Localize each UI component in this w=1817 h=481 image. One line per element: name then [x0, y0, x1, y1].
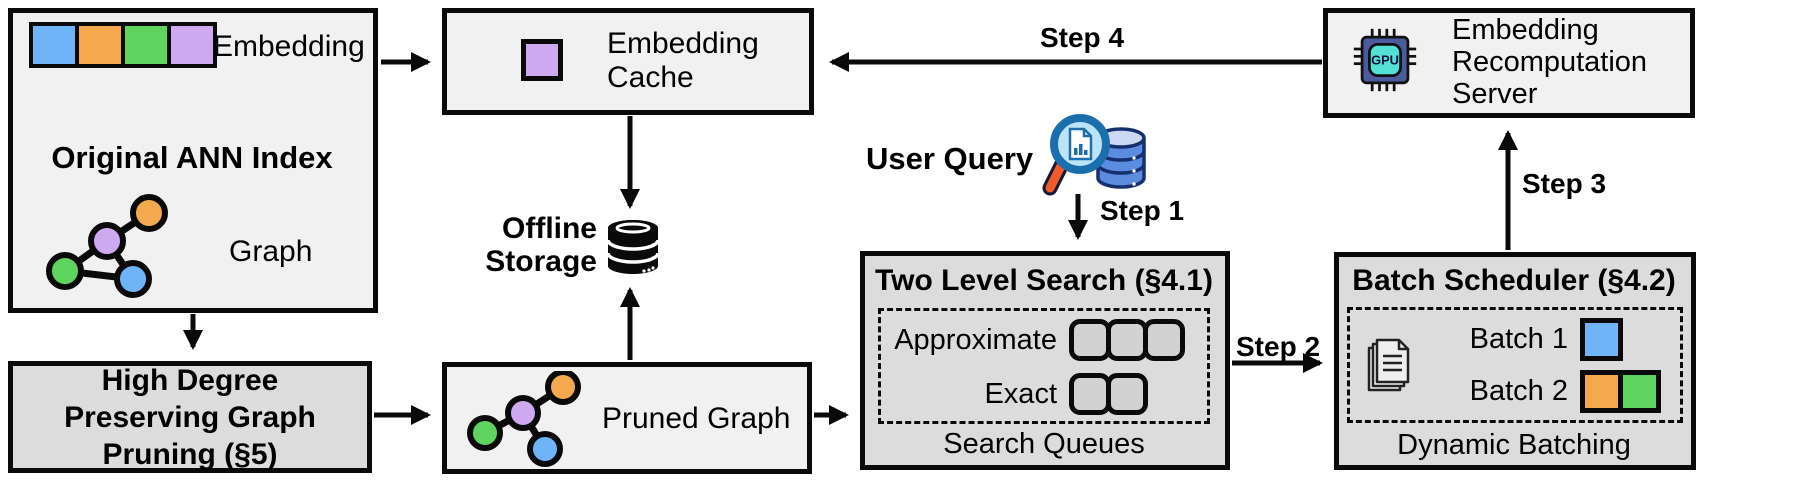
batch1-blue-square-icon: [1580, 317, 1623, 361]
dynamic-batching-footer: Dynamic Batching: [1397, 429, 1631, 461]
database-icon: [606, 220, 660, 274]
batch2-orange-square-icon: [1580, 369, 1623, 413]
two-level-search-title: Two Level Search (§4.1): [875, 264, 1213, 297]
queue-slot-icon: [1106, 319, 1148, 361]
original-ann-index-title: Original ANN Index: [51, 140, 333, 175]
recomputation-server-box: GPU Embedding Recomputation Server: [1323, 8, 1695, 118]
search-queues-footer: Search Queues: [943, 428, 1145, 460]
exact-label: Exact: [984, 377, 1057, 410]
embedding-vector-icon: [29, 22, 217, 68]
batch1-squares: [1580, 317, 1672, 361]
step2-label: Step 2: [1236, 331, 1321, 362]
embedding-cell-purple-icon: [171, 26, 213, 64]
embedding-cell-green-icon: [125, 26, 167, 64]
cached-embedding-icon: [521, 39, 563, 81]
approximate-queue-row: Approximate: [887, 313, 1201, 367]
gpu-chip-icon: GPU: [1353, 28, 1417, 92]
embedding-cell-blue-icon: [33, 26, 75, 64]
original-ann-index-box: Embedding Original ANN Index Graph: [8, 8, 378, 313]
step4-label: Step 4: [1039, 22, 1125, 53]
queue-slot-icon: [1069, 373, 1111, 415]
query-magnifier-icon: [1042, 114, 1146, 196]
graph-label: Graph: [229, 235, 313, 268]
search-queues-region: Approximate Exact: [878, 308, 1210, 424]
embedding-cache-box: Embedding Cache: [442, 8, 814, 115]
batch2-row: Batch 2: [1358, 365, 1672, 417]
batch-scheduler-box: Batch Scheduler (§4.2) Batch 1: [1334, 252, 1696, 470]
batch2-label: Batch 2: [1469, 374, 1568, 407]
documents-icon: [1367, 338, 1410, 392]
queue-slot-icon: [1069, 319, 1111, 361]
offline-storage-label: Offline Storage: [485, 212, 597, 278]
graph-icon: [46, 194, 168, 298]
pruned-graph-label: Pruned Graph: [602, 402, 791, 435]
batch-scheduler-title: Batch Scheduler (§4.2): [1352, 264, 1676, 297]
approximate-label: Approximate: [894, 323, 1057, 356]
batch2-green-square-icon: [1618, 369, 1661, 413]
batch1-label: Batch 1: [1469, 322, 1568, 355]
step1-label: Step 1: [1100, 195, 1185, 226]
embedding-cell-orange-icon: [79, 26, 121, 64]
queue-slot-icon: [1106, 373, 1148, 415]
pruned-graph-box: Pruned Graph: [442, 362, 812, 474]
graph-pruning-box: High Degree Preserving Graph Pruning (§5…: [8, 361, 372, 473]
pruned-graph-icon: [467, 371, 581, 467]
exact-queue-row: Exact: [887, 367, 1201, 421]
graph-pruning-title: High Degree Preserving Graph Pruning (§5…: [64, 363, 316, 471]
recomputation-server-label: Embedding Recomputation Server: [1452, 14, 1648, 110]
dynamic-batching-region: Batch 1 Batch 2: [1347, 307, 1683, 423]
embedding-cache-label: Embedding Cache: [607, 27, 759, 94]
two-level-search-box: Two Level Search (§4.1) Approximate Exac…: [860, 251, 1230, 470]
batch2-squares: [1580, 369, 1672, 413]
queue-slot-icon: [1143, 319, 1185, 361]
embedding-label: Embedding: [213, 30, 365, 63]
user-query-label: User Query: [866, 141, 1034, 176]
gpu-chip-text: GPU: [1371, 53, 1399, 68]
step3-label: Step 3: [1522, 168, 1607, 199]
batch1-row: Batch 1: [1358, 313, 1672, 365]
